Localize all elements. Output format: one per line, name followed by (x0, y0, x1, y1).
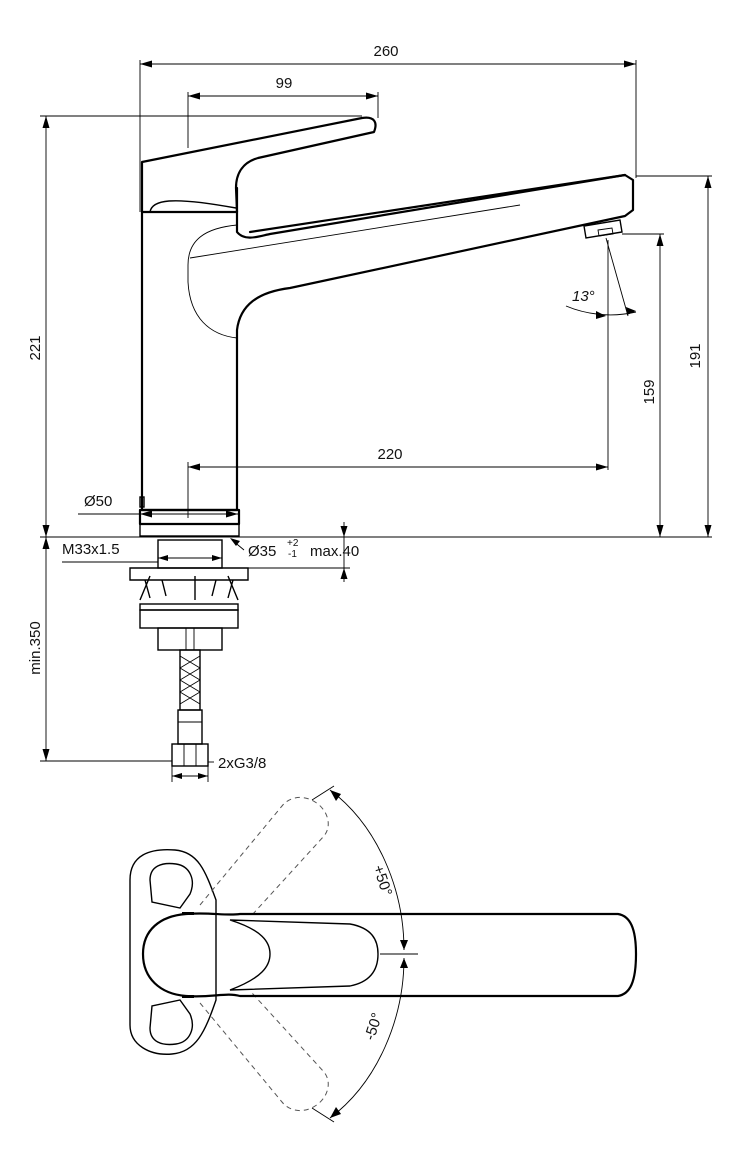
bottom-marker (182, 995, 194, 998)
connection-nut (171, 743, 209, 767)
dim-221: 221 (27, 335, 44, 360)
bracket-legs (139, 575, 239, 601)
base-gasket (139, 523, 240, 537)
plate-hole-bottom (149, 999, 194, 1046)
dim-260: 260 (373, 43, 398, 60)
dim-13deg: 13° (572, 288, 595, 305)
spout-top (235, 173, 627, 239)
dim-o50: Ø50 (84, 493, 112, 510)
rotation-arc-minus (329, 957, 405, 1119)
mounting-bracket (144, 579, 234, 599)
dim-o35-tol-upper: +2 (287, 538, 299, 549)
hose-ferrule (177, 709, 203, 745)
aerator-inner (597, 227, 614, 237)
faucet-lever (140, 116, 377, 214)
dim-minus50: -50° (361, 1011, 386, 1043)
lever-position-minus50 (199, 992, 329, 1111)
braided-hose (179, 649, 201, 711)
dimension-lines (40, 60, 712, 782)
body-notch (139, 496, 145, 508)
dim-plus50: +50° (369, 863, 395, 898)
rotation-arc-plus (329, 789, 405, 951)
lever-handle-inner (229, 919, 379, 991)
base-ring (138, 508, 241, 526)
dim-159: 159 (641, 379, 658, 404)
spout-inner-curve (187, 224, 238, 339)
hose-braid (179, 655, 201, 705)
dim-max40: max.40 (310, 543, 359, 560)
dim-m33: M33x1.5 (62, 541, 120, 558)
dim-o35-tol-lower: -1 (288, 549, 297, 560)
aerator (583, 219, 623, 239)
lever-top (141, 912, 638, 998)
dim-220: 220 (377, 446, 402, 463)
dim-99: 99 (276, 75, 293, 92)
plate-hole-top (149, 862, 194, 909)
fixing-nut (157, 627, 223, 651)
dim-o35: Ø35 (248, 543, 276, 560)
base-plate (129, 848, 217, 1055)
faucet-top-view (129, 785, 638, 1123)
fixing-plate-top (139, 603, 239, 611)
top-marker (182, 912, 194, 915)
lever-position-plus50 (199, 797, 329, 916)
dim-g38: 2xG3/8 (218, 755, 266, 772)
spout-midline (189, 204, 521, 259)
lever-cap (149, 200, 237, 213)
thread-shank (157, 539, 223, 569)
dim-min350: min.350 (27, 621, 44, 674)
dim-191: 191 (687, 343, 704, 368)
faucet-body (140, 173, 635, 512)
faucet-side-view (129, 116, 635, 767)
mounting-nut (129, 567, 249, 581)
dimension-labels: 260 99 221 191 159 220 Ø50 M33x1.5 Ø35 +… (27, 43, 704, 1042)
fixing-plate (139, 609, 239, 629)
